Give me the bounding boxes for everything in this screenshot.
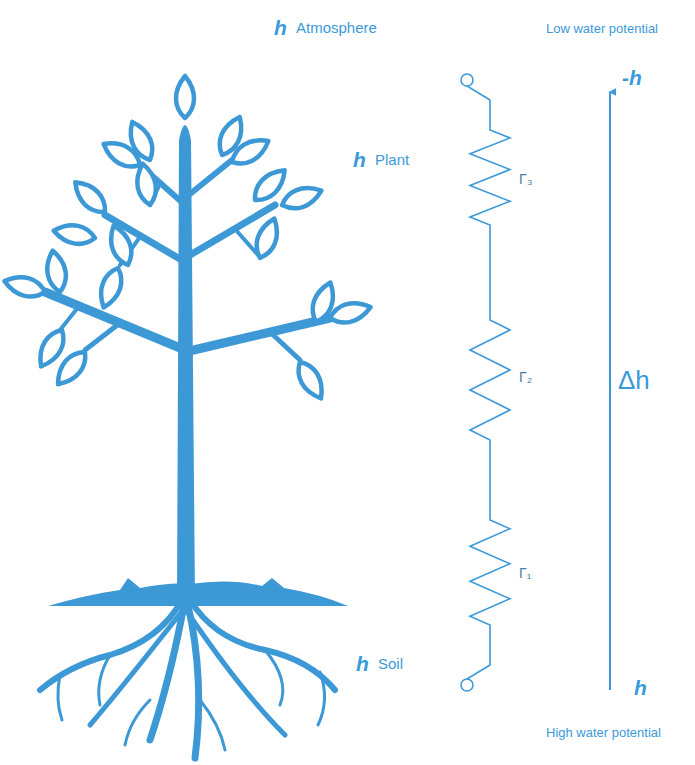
leaf xyxy=(44,249,69,293)
zone-label: Soil xyxy=(378,656,403,673)
leaf xyxy=(99,136,144,173)
leaf xyxy=(95,265,126,311)
potential-symbol: -h xyxy=(622,66,642,89)
terminal xyxy=(461,679,473,691)
leaf xyxy=(134,162,159,206)
tree-trunk xyxy=(177,125,195,600)
potential-symbol: h xyxy=(634,676,647,699)
potential-symbol: h xyxy=(353,148,366,171)
tree-illustration xyxy=(2,76,373,758)
resistance-label: Γ₃ xyxy=(519,172,532,187)
leaf xyxy=(279,182,325,213)
terminal xyxy=(461,74,473,86)
resistance-label: Γ₁ xyxy=(519,566,531,581)
leaf xyxy=(69,176,111,218)
leaf xyxy=(308,279,339,325)
zone-label: Plant xyxy=(375,152,409,169)
difference-label: Δh xyxy=(618,366,650,395)
zone-label: Atmosphere xyxy=(296,20,377,37)
potential-symbol: h xyxy=(356,652,369,675)
axis-note: Low water potential xyxy=(546,22,658,36)
leaf xyxy=(51,346,92,390)
resistance-label: Γ₂ xyxy=(519,370,532,385)
tree-roots xyxy=(40,600,335,758)
potential-symbol: h xyxy=(274,16,287,39)
axis-note: High water potential xyxy=(546,726,661,740)
leaf xyxy=(252,215,283,261)
wire xyxy=(467,86,510,679)
leaf xyxy=(292,357,329,402)
leaf xyxy=(227,133,272,170)
potential-arrow xyxy=(609,92,611,690)
leaf xyxy=(105,222,136,268)
leaf xyxy=(2,272,47,300)
resistor-chain xyxy=(461,74,510,691)
leaf xyxy=(52,222,96,247)
ground-mound xyxy=(48,578,348,606)
tree-leaves xyxy=(2,76,373,403)
leaf xyxy=(176,76,194,118)
